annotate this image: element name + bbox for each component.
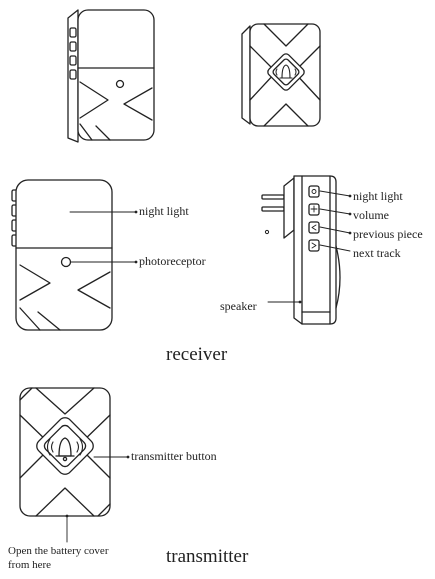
side-night-light-label: night light <box>353 189 403 203</box>
transmitter-button-label: transmitter button <box>131 449 217 463</box>
previous-piece-label: previous piece <box>353 227 423 241</box>
photoreceptor-label: photoreceptor <box>139 254 206 268</box>
battery-cover-line-2: from here <box>8 559 52 571</box>
leader-dots <box>65 194 352 518</box>
receiver-front-view <box>11 179 113 331</box>
night-light-label: night light <box>139 204 189 218</box>
speaker-label: speaker <box>220 299 257 313</box>
battery-cover-line-1: Open the battery cover <box>8 545 109 557</box>
battery-cover-note: Open the battery cover from here <box>8 544 148 572</box>
transmitter-perspective-view <box>241 23 321 127</box>
volume-label: volume <box>353 208 389 222</box>
leader-volume <box>319 208 351 215</box>
leader-previous-piece <box>319 226 351 234</box>
leader-next-track <box>319 244 351 252</box>
leader-side-night-light <box>319 190 351 197</box>
sound-wave-icon <box>46 438 84 456</box>
next-track-label: next track <box>353 246 401 260</box>
receiver-perspective-view <box>67 9 155 143</box>
bell-icon <box>55 437 75 462</box>
receiver-caption: receiver <box>166 344 228 365</box>
leader-lines <box>66 190 351 543</box>
transmitter-front-view <box>19 387 111 517</box>
transmitter-caption: transmitter <box>166 546 249 567</box>
receiver-side-view <box>261 175 341 325</box>
